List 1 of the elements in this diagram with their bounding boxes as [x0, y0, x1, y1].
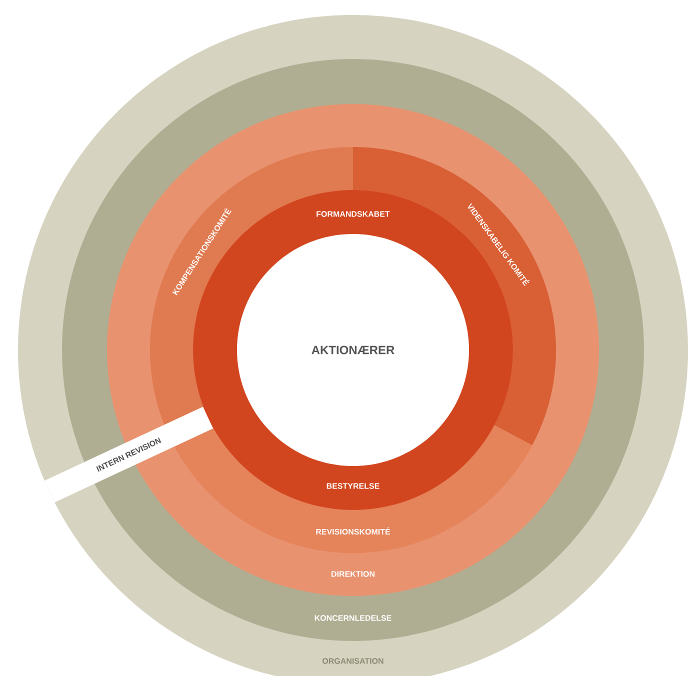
segment-label: REVISIONSKOMITÉ — [316, 527, 390, 535]
